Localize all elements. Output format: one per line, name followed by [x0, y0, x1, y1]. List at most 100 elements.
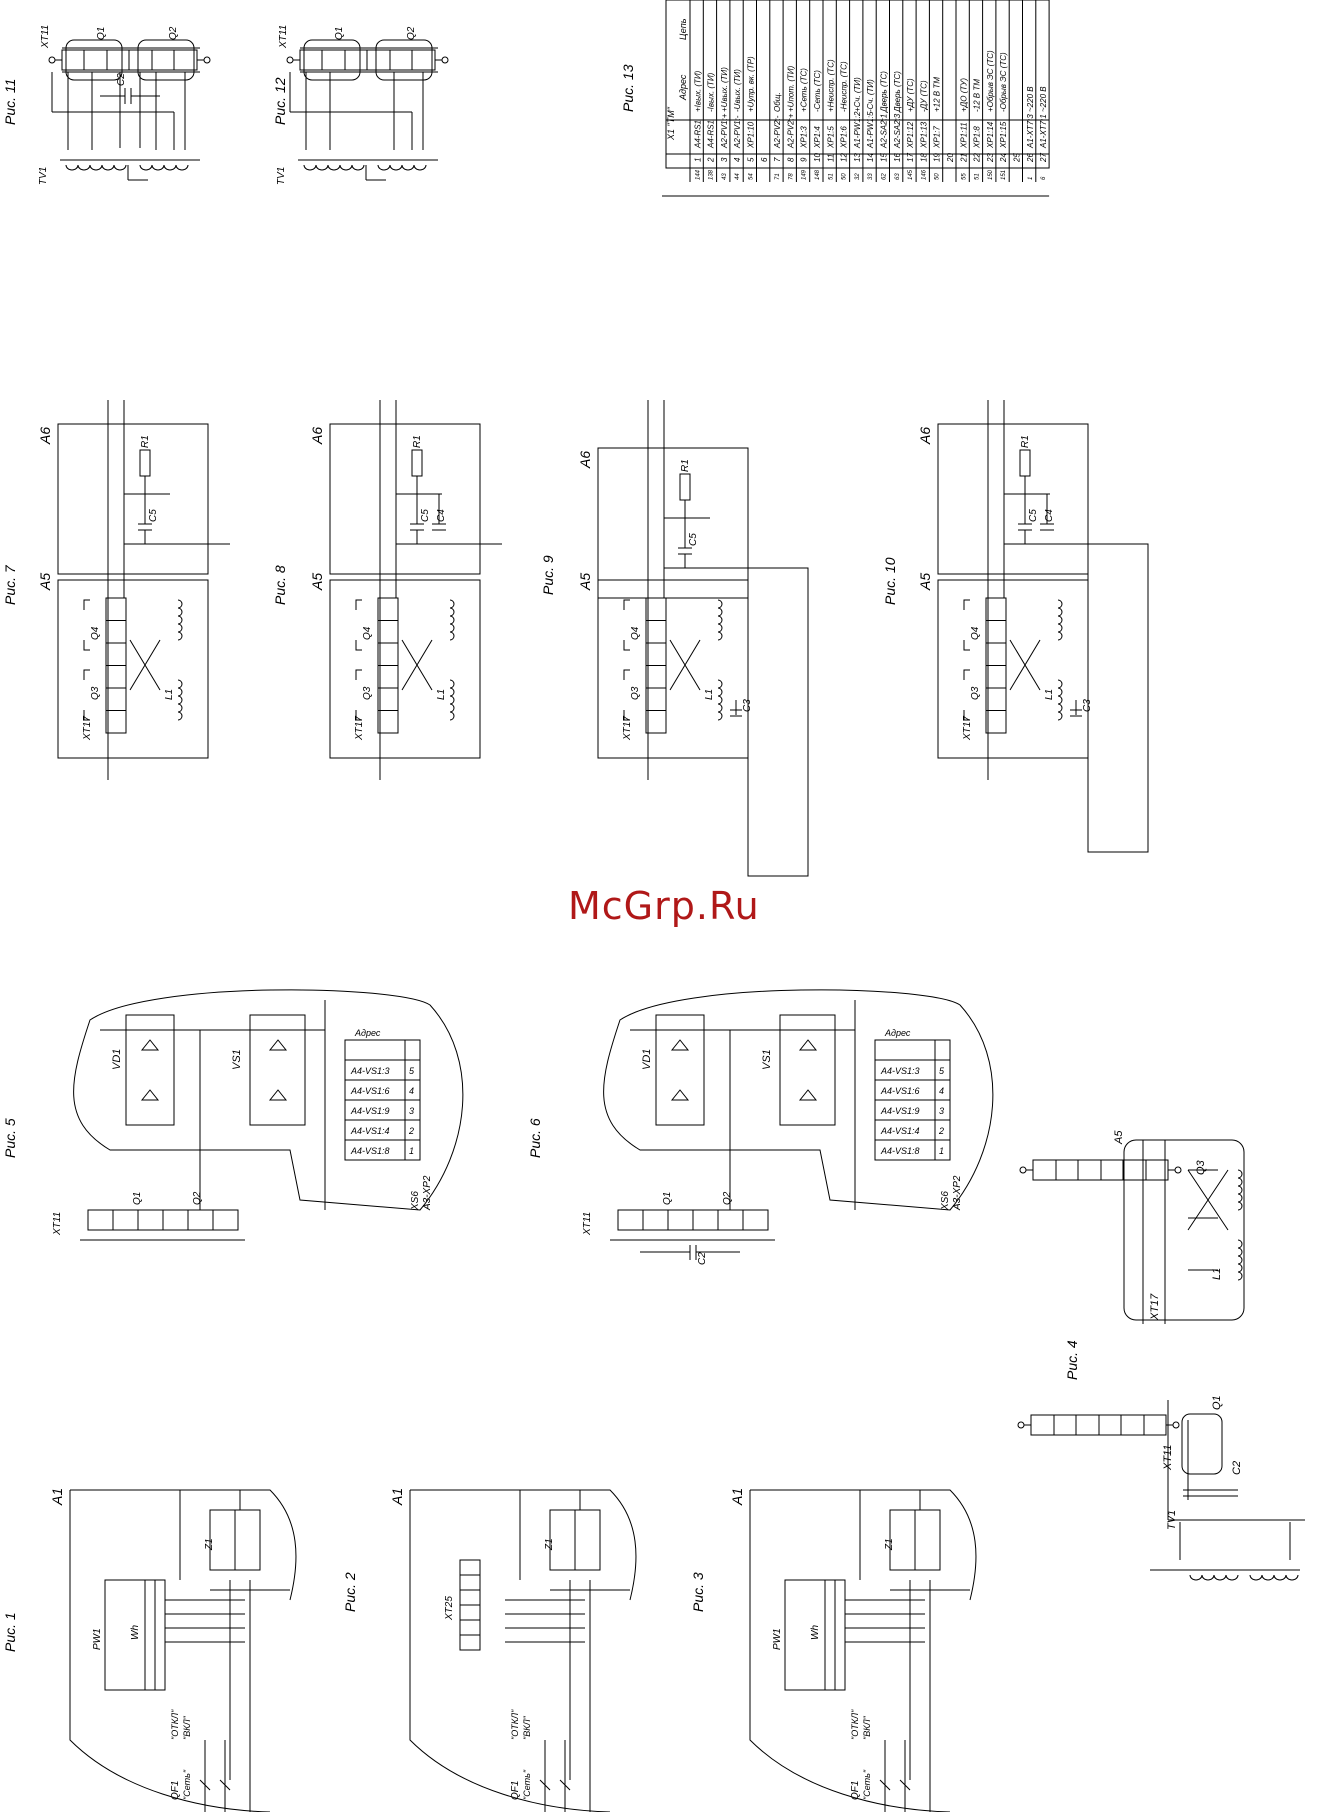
tm-terminal-number: 26 [1026, 153, 1035, 163]
tm-wire-number: 71 [775, 173, 781, 180]
svg-text:Q2: Q2 [168, 26, 179, 40]
vkl-label: "ВКЛ" [522, 1715, 532, 1740]
tm-circuit: +ДО (ТУ) [959, 78, 968, 112]
tm-wire-number: 51 [975, 173, 981, 180]
tm-terminal-number: 1 [693, 158, 702, 162]
xs6-address: A4-VS1:8 [350, 1146, 390, 1156]
coil-icon [177, 679, 183, 721]
tm-wire-number: 150 [988, 169, 994, 180]
wh-label: Wh [810, 1625, 821, 1640]
xt17-label: XT17 [354, 716, 365, 741]
pw1-label: PW1 [92, 1628, 103, 1650]
vs1-label: VS1 [231, 1049, 243, 1070]
tm-circuit: -ДУ (ТС) [919, 80, 928, 112]
q4-label: Q4 [970, 626, 981, 640]
xs6-pin: 2 [408, 1126, 414, 1136]
tm-wire-number: 32 [855, 173, 861, 180]
tm-circuit: +Обрыв ЭС (ТС) [986, 50, 995, 112]
tm-address: XP1:13 [919, 121, 928, 149]
tm-terminal-number: 22 [973, 153, 982, 163]
tm-address: A2-SA2:3 [893, 113, 902, 149]
fig5-6-schematics: 1A4-VS1:82A4-VS1:43A4-VS1:94A4-VS1:65A4-… [52, 989, 994, 1265]
a5-label: A5 [577, 573, 593, 591]
a1-label: A1 [729, 1488, 745, 1506]
xs6-pin: 3 [409, 1106, 414, 1116]
tm-circuit: +Неиспр. (ТС) [826, 59, 835, 112]
tm-wire-number: 54 [749, 173, 755, 180]
l1-label: L1 [1044, 689, 1055, 700]
tm-circuit: +Сеть (ТС) [800, 68, 809, 112]
xs6-pin: 2 [938, 1126, 944, 1136]
tm-terminal-number: 2 [707, 157, 716, 163]
tm-terminal-number: 27 [1039, 153, 1048, 163]
q3-label: Q3 [90, 686, 101, 700]
xt11-label: XT11 [582, 1212, 593, 1236]
coil-icon [449, 599, 455, 641]
caption-fig12: Рис. 12 [272, 77, 288, 125]
tm-address: XP1:10 [747, 121, 756, 149]
tm-wire-number: 50 [935, 173, 941, 180]
q1-label: Q1 [662, 1192, 673, 1205]
svg-text:Q1: Q1 [1211, 1395, 1223, 1410]
tm-wire-number: 6 [1041, 176, 1047, 180]
tm-circuit: -Iвых. (ТИ) [707, 72, 716, 112]
c4-label: C4 [436, 509, 447, 522]
tm-address: XP1:12 [906, 121, 915, 149]
tm-terminal-number: 4 [733, 157, 742, 162]
tm-address: A1-XT7:3 [1026, 114, 1035, 149]
tm-address: A2-SA2:1 [880, 114, 889, 149]
tm-address: XP1:8 [973, 126, 982, 149]
xs6-address: A4-VS1:3 [880, 1066, 920, 1076]
a5-label: A5 [37, 573, 53, 591]
caption-fig1: Рис. 1 [2, 1612, 18, 1652]
xs6-address: A4-VS1:4 [350, 1126, 390, 1136]
tm-wire-number: 146 [921, 169, 927, 180]
tm-wire-number: 138 [709, 169, 715, 180]
tm-terminal-number: 17 [906, 153, 915, 162]
tm-address: XP1:4 [813, 126, 822, 149]
svg-text:XT11: XT11 [40, 25, 51, 49]
a5-label: A5 [917, 573, 933, 591]
c3-label: C3 [1082, 699, 1093, 712]
vd1-label: VD1 [641, 1049, 653, 1070]
vkl-label: "ВКЛ" [182, 1715, 192, 1740]
tm-address: A2-PV1:- [733, 115, 742, 149]
tm-terminal-number: 24 [999, 153, 1008, 163]
tm-terminal-number: 5 [747, 157, 756, 162]
svg-text:TV1: TV1 [1166, 1510, 1178, 1530]
otkl-label: "ОТКЛ" [510, 1709, 520, 1740]
xt11-label: XT11 [52, 1212, 63, 1236]
a6-label: A6 [37, 427, 53, 445]
svg-text:C2: C2 [116, 73, 127, 86]
tm-col-circuit: Цепь [678, 18, 688, 40]
c5-label: C5 [148, 509, 159, 522]
tm-wire-number: 62 [882, 173, 888, 180]
q2-label: Q2 [192, 1191, 203, 1205]
fig12-schematic [286, 39, 449, 181]
tm-wire-number: 144 [695, 169, 701, 180]
tm-circuit: Общ. [773, 92, 782, 112]
coil-icon [449, 679, 455, 721]
fig4-schematic [1017, 1139, 1305, 1581]
tm-address: A4-RS1 [707, 120, 716, 149]
xs6-address: A4-VS1:3 [350, 1066, 390, 1076]
c5-label: C5 [1028, 509, 1039, 522]
caption-fig5: Рис. 5 [2, 1118, 18, 1158]
tm-address: XP1:14 [986, 121, 995, 149]
xs6-pin: 4 [939, 1086, 944, 1096]
tm-circuit: +Uупр. вк. (ТР) [747, 56, 756, 112]
caption-fig13: Рис. 13 [620, 64, 636, 112]
tm-terminal-number: 9 [800, 157, 809, 162]
z1-label: Z1 [204, 1538, 215, 1551]
a5-label: A5 [309, 573, 325, 591]
xs6-addr-header: Адрес [884, 1028, 911, 1038]
xs6-address: A4-VS1:6 [880, 1086, 920, 1096]
tm-title: X1 "ТМ" [666, 106, 676, 141]
tm-terminal-number: 13 [853, 153, 862, 162]
xs6-address: A4-VS1:6 [350, 1086, 390, 1096]
tm-circuit: +Uвых. (ТИ) [720, 67, 729, 112]
fig11-schematic [48, 39, 211, 181]
vkl-label: "ВКЛ" [862, 1715, 872, 1740]
tm-wire-number: 43 [722, 173, 728, 180]
svg-text:Q1: Q1 [334, 27, 345, 40]
